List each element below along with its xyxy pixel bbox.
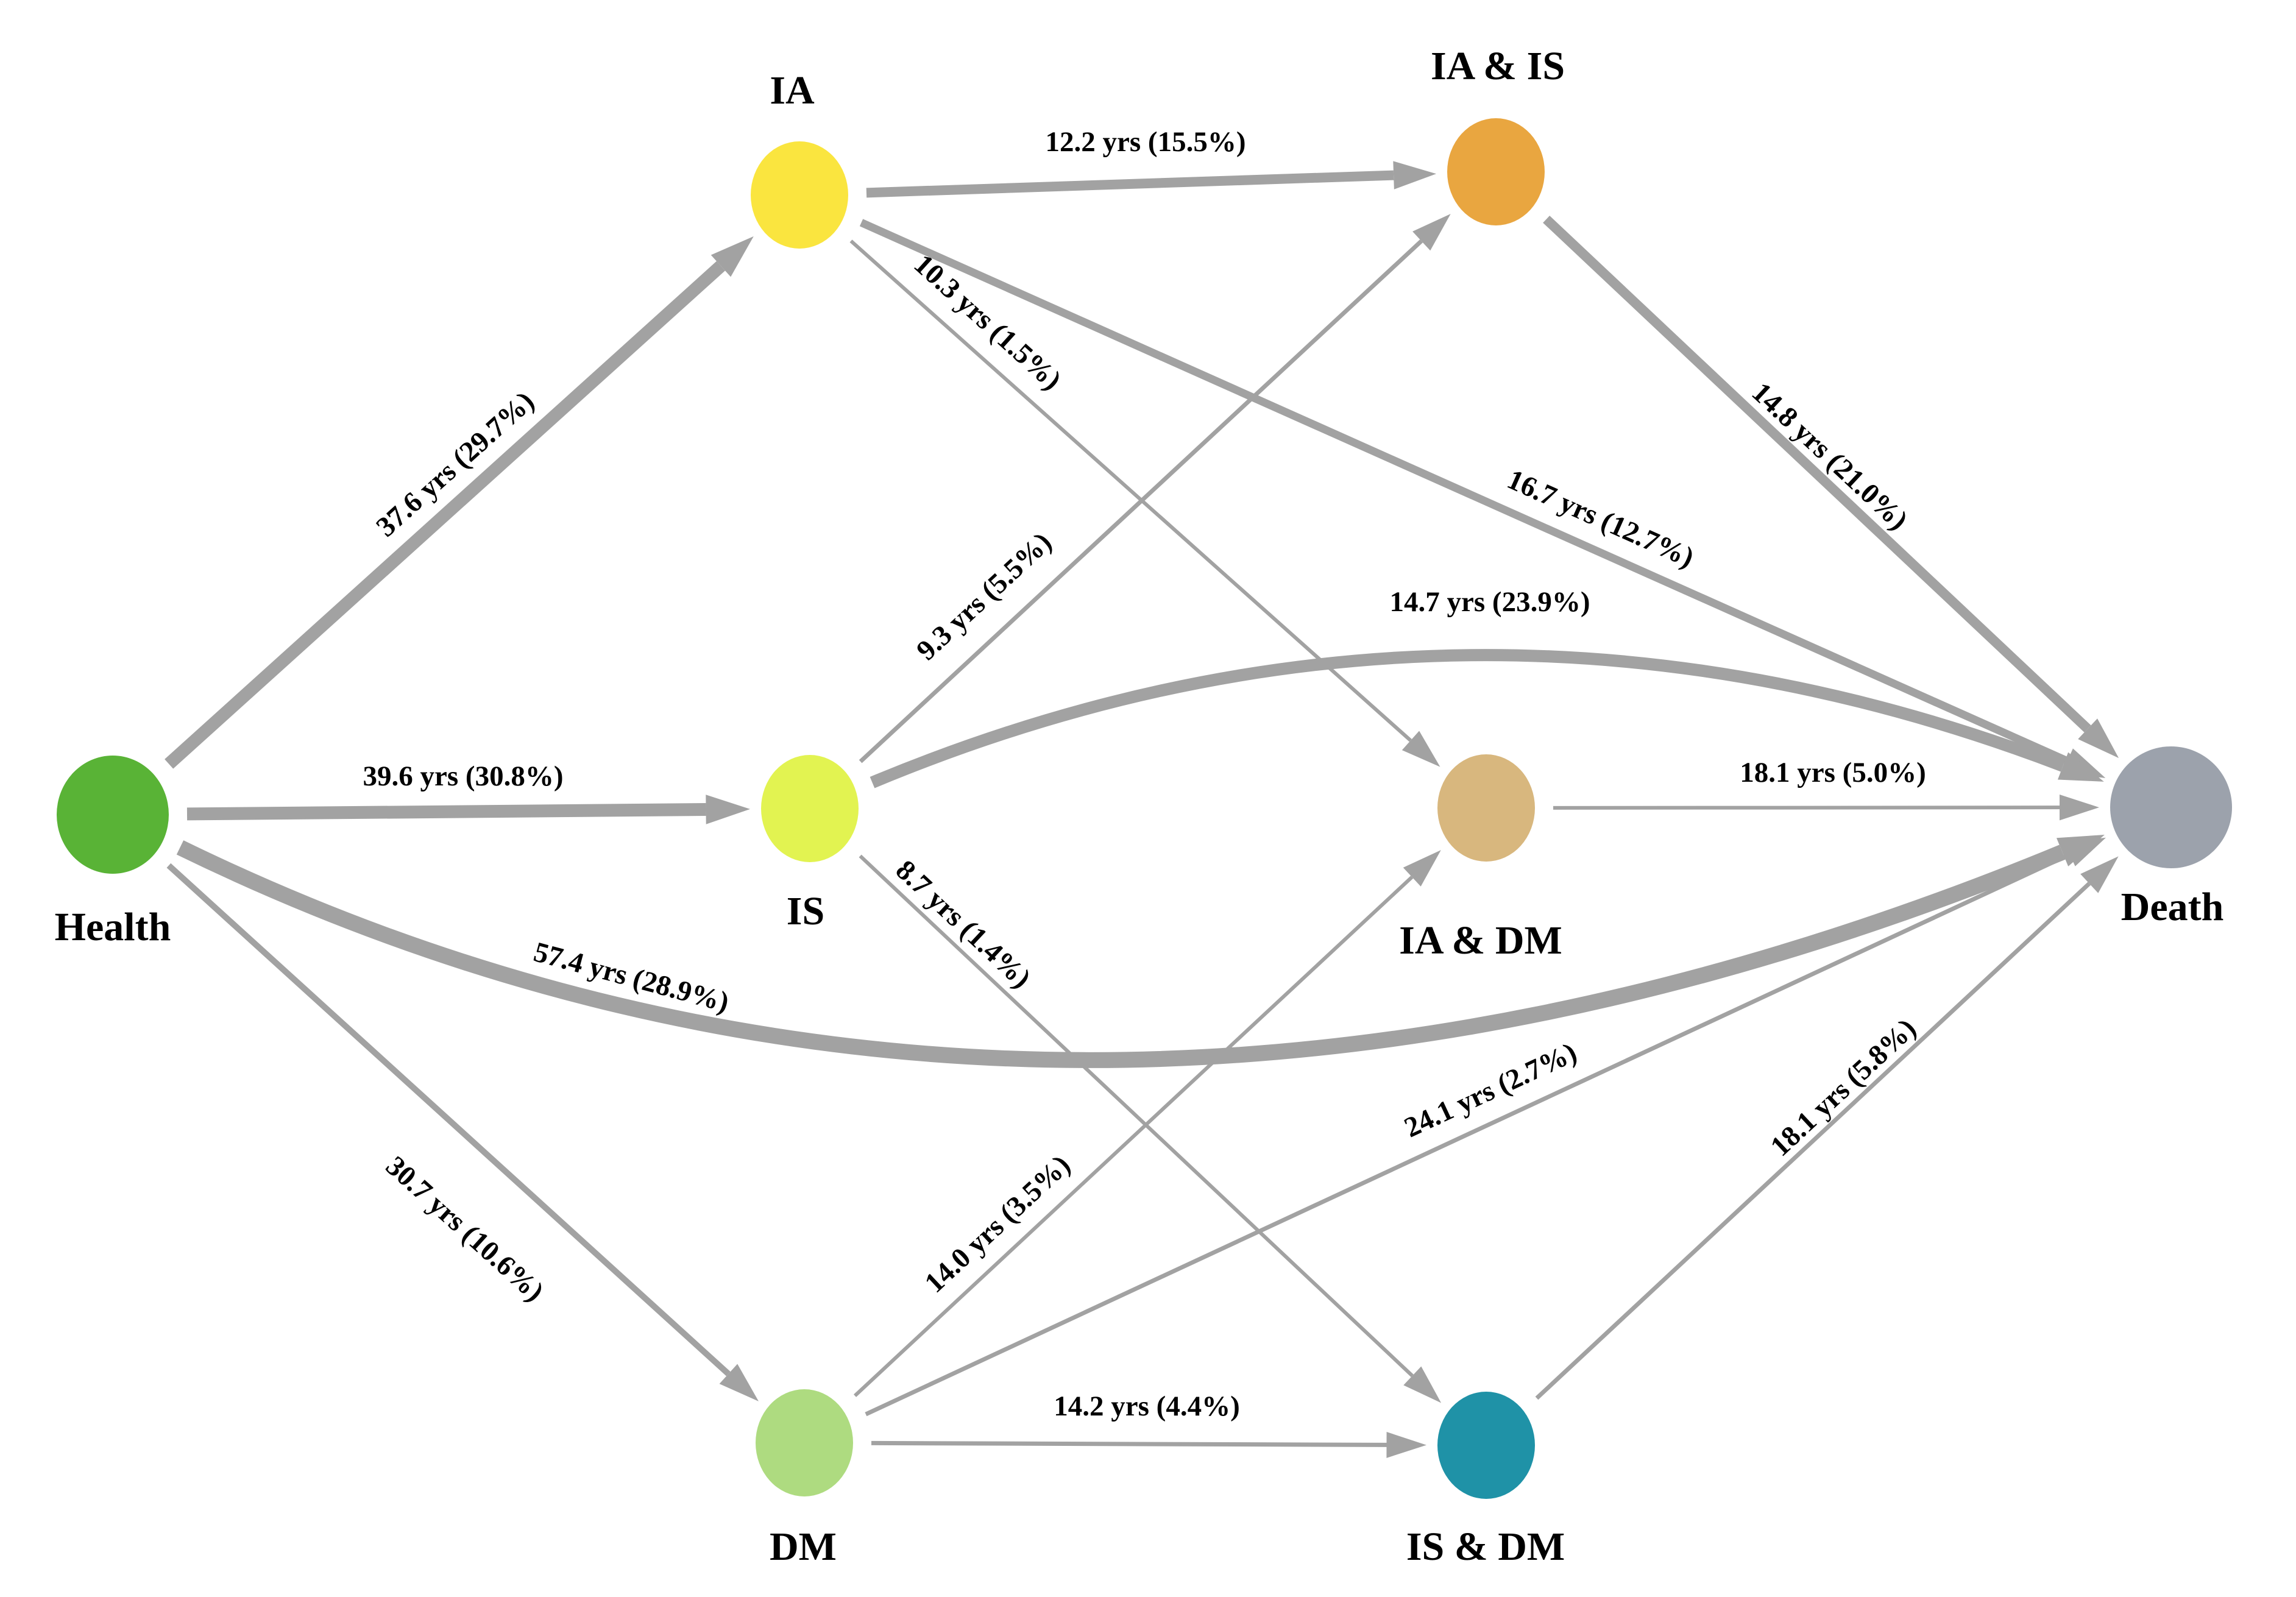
arrowhead-iais-death: [2078, 718, 2119, 759]
node-isdm: [1437, 1392, 1535, 1499]
edge-label-ia-iais: 12.2 yrs (15.5%): [1046, 126, 1246, 158]
edge-is-death: [870, 649, 2066, 788]
arrowhead-dm-iadm: [1403, 850, 1441, 887]
edge-label-health-ia: 37.6 yrs (29.7%): [370, 385, 540, 543]
edge-label-health-dm: 30.7 yrs (10.6%): [380, 1150, 550, 1308]
edge-isdm-death: [1535, 882, 2091, 1400]
arrowhead-dm-death: [2064, 837, 2106, 866]
edge-label-health-is: 39.6 yrs (30.8%): [363, 760, 564, 792]
edge-ia-iadm: [849, 239, 1412, 742]
node-label-is: IS: [787, 889, 824, 933]
edge-dm-death: [865, 852, 2071, 1417]
edge-label-isdm-death: 18.1 yrs (5.8%): [1765, 1013, 1922, 1163]
node-dm: [756, 1389, 853, 1496]
edge-label-is-death: 14.7 yrs (23.9%): [1390, 586, 1590, 618]
edge-iais-death: [1543, 215, 2091, 732]
arrowhead-is-iais: [1412, 213, 1451, 251]
node-iais: [1447, 118, 1545, 225]
node-label-health: Health: [55, 905, 171, 949]
edge-health-death: [176, 840, 2066, 1068]
node-is: [761, 755, 859, 862]
arrowhead-is-isdm: [1403, 1366, 1442, 1403]
edge-is-isdm: [859, 854, 1414, 1378]
node-label-iadm: IA & DM: [1399, 918, 1562, 963]
node-ia: [751, 141, 848, 249]
edge-label-dm-death: 24.1 yrs (2.7%): [1400, 1036, 1582, 1144]
edge-iadm-death: [1553, 806, 2060, 810]
edge-health-dm: [166, 863, 731, 1376]
edge-ia-death: [859, 219, 2069, 765]
edge-label-dm-iadm: 14.0 yrs (3.5%): [919, 1149, 1077, 1299]
edge-label-is-isdm: 8.7 yrs (1.4%): [890, 854, 1037, 994]
edge-health-ia: [165, 261, 725, 769]
edge-dm-isdm: [871, 1440, 1387, 1447]
arrowhead-is-death: [2057, 752, 2104, 782]
arrowhead-health-is: [706, 795, 751, 824]
node-iadm: [1437, 754, 1535, 862]
edge-label-iadm-death: 18.1 yrs (5.0%): [1740, 757, 1926, 788]
edge-dm-iadm: [853, 876, 1414, 1397]
node-health: [57, 756, 169, 874]
arrowhead-dm-isdm: [1386, 1432, 1427, 1458]
arrowhead-health-dm: [719, 1364, 759, 1401]
node-label-death: Death: [2121, 885, 2224, 929]
arrowhead-iadm-death: [2059, 794, 2099, 821]
node-label-ia: IA: [770, 68, 815, 113]
node-label-iais: IA & IS: [1431, 44, 1565, 88]
arrowhead-ia-iais: [1393, 161, 1437, 189]
node-label-dm: DM: [770, 1524, 837, 1569]
edge-ia-iais: [866, 170, 1394, 198]
edge-label-dm-isdm: 14.2 yrs (4.4%): [1054, 1390, 1239, 1422]
edge-is-iais: [859, 239, 1423, 763]
node-death: [2110, 746, 2232, 868]
edge-label-ia-iadm: 10.3 yrs (1.5%): [908, 248, 1068, 396]
arrowhead-isdm-death: [2080, 856, 2119, 893]
arrowhead-ia-iadm: [1401, 731, 1440, 767]
node-label-isdm: IS & DM: [1406, 1524, 1565, 1569]
arrowhead-health-ia: [710, 236, 754, 277]
edge-health-is: [186, 802, 706, 821]
edge-label-iais-death: 14.8 yrs (21.0%): [1746, 377, 1914, 536]
